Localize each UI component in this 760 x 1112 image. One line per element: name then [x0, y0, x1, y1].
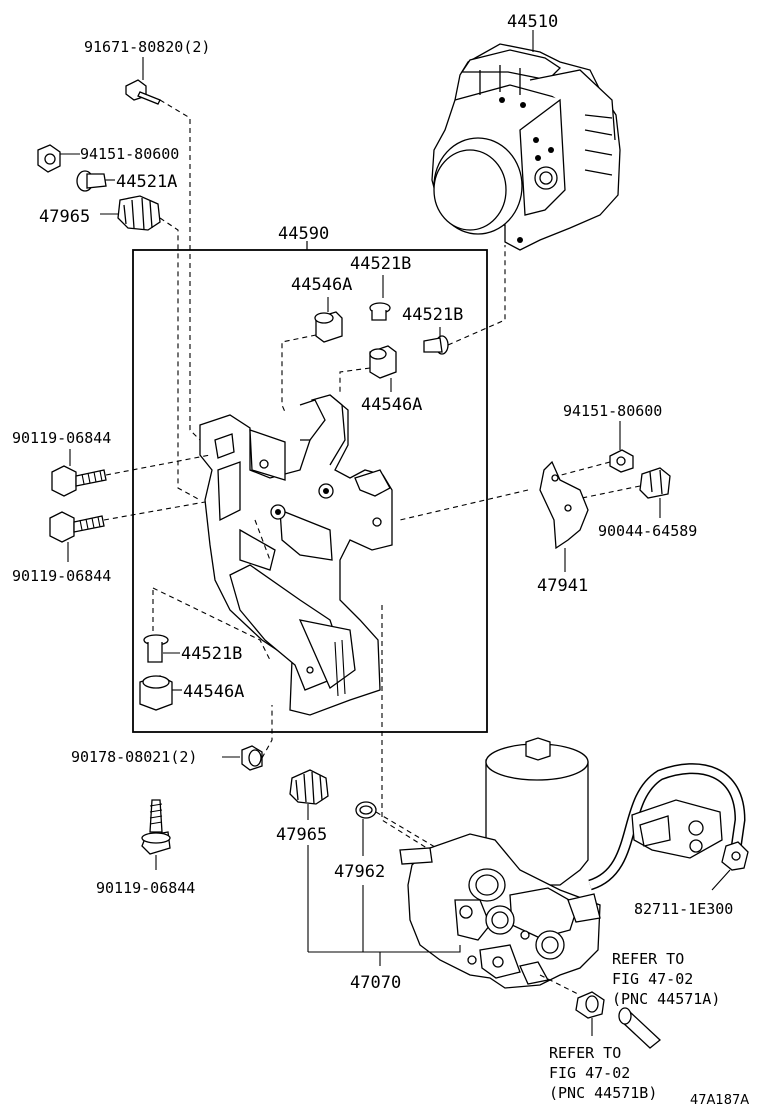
cushion-a-1-dashline — [281, 334, 317, 413]
bolt-top-dashline — [159, 99, 206, 446]
cushion-a-1-label: 44546A — [291, 275, 352, 295]
figure-code: 47A187A — [690, 1093, 749, 1108]
refer-bottom-line3: (PNC 44571B) — [549, 1084, 657, 1102]
cushion-a-2-dashline — [339, 367, 371, 392]
bolt-mid-left-part[interactable] — [241, 745, 263, 771]
ring-lower-label: 47962 — [334, 862, 385, 882]
collar-b-2-label: 44521B — [402, 305, 463, 325]
collar-b-2-dashline — [447, 245, 506, 346]
bolt-left-1-dashline — [105, 454, 211, 476]
refer-bottom-line2: FIG 47-02 — [549, 1064, 630, 1082]
nut-right-dashline — [549, 461, 611, 479]
cushion-a-3-part[interactable] — [139, 675, 173, 711]
connector-right-label: 82711-1E300 — [634, 900, 733, 918]
collar-b-3-label: 44521B — [181, 644, 242, 664]
connector-right-part[interactable] — [631, 799, 723, 859]
cap-top-left-label: 47965 — [39, 207, 90, 227]
refer-top-line3: (PNC 44571A) — [612, 990, 720, 1008]
cushion-a-1-part[interactable] — [314, 311, 343, 343]
bracket-group-label: 44590 — [278, 224, 329, 244]
bolt-left-1-part[interactable] — [51, 465, 107, 497]
bolt-left-1-label: 90119-06844 — [12, 429, 111, 447]
bracket-right-dashline — [399, 489, 529, 521]
refer-bottom-line1: REFER TO — [549, 1044, 621, 1062]
collar-b-1-label: 44521B — [350, 254, 411, 274]
cushion-a-2-part[interactable] — [369, 345, 397, 379]
bolt-left-2-label: 90119-06844 — [12, 567, 111, 585]
collar-a-top-label: 44521A — [116, 172, 177, 192]
pump-bracket-line — [308, 945, 461, 953]
clip-right-dashline — [581, 485, 641, 499]
refer-top-line1: REFER TO — [612, 950, 684, 968]
pump-assy-label: 47070 — [350, 973, 401, 993]
wire-harness-inner — [588, 764, 745, 889]
collar-b-3-part[interactable] — [143, 634, 169, 663]
bracket-inner-dashline — [254, 519, 271, 561]
bolt-mid-left-label: 90178-08021(2) — [71, 748, 197, 766]
ring-lower-dashline — [375, 811, 441, 851]
nut-top-left-part[interactable] — [37, 144, 61, 173]
pump-assembly[interactable] — [399, 737, 601, 989]
bolt-top-part[interactable] — [125, 79, 161, 105]
nut-right-label: 94151-80600 — [563, 402, 662, 420]
clamp-right-part[interactable] — [721, 841, 749, 871]
clip-right-label: 90044-64589 — [598, 522, 697, 540]
collar-b-3-dashline-2 — [152, 587, 271, 661]
bracket-right-label: 47941 — [537, 576, 588, 596]
bolt-top-label: 91671-80820(2) — [84, 38, 210, 56]
bolt-lower-left-label: 90119-06844 — [96, 879, 195, 897]
collar-b-2-part[interactable] — [423, 335, 449, 355]
pipe-fitting-part[interactable] — [575, 991, 605, 1019]
cushion-a-3-label: 44546A — [183, 682, 244, 702]
actuator-label: 44510 — [507, 12, 558, 32]
bracket-right-part[interactable] — [539, 460, 589, 550]
cap-lower-part[interactable] — [289, 769, 329, 805]
pipe-part[interactable] — [618, 1007, 661, 1049]
cap-lower-label: 47965 — [276, 825, 327, 845]
connector-right-leader — [711, 869, 731, 891]
clip-right-part[interactable] — [639, 467, 671, 499]
bolt-left-2-part[interactable] — [49, 511, 105, 543]
nut-top-left-label: 94151-80600 — [80, 145, 179, 163]
cap-top-left-part[interactable] — [117, 195, 161, 231]
bracket-pump-dashline — [381, 605, 431, 851]
collar-a-top-part[interactable] — [76, 170, 107, 192]
bolt-left-2-dashline — [103, 501, 206, 521]
ring-lower-part[interactable] — [355, 801, 377, 819]
bracket-assembly[interactable] — [199, 394, 393, 716]
cap-top-left-dashline — [159, 217, 201, 501]
bolt-mid-left-dashline — [261, 705, 273, 759]
nut-right-part[interactable] — [609, 449, 634, 473]
actuator-assembly[interactable] — [431, 43, 621, 251]
assembly-group-frame — [132, 249, 488, 733]
refer-bottom-dashline — [539, 974, 581, 996]
collar-b-1-part[interactable] — [369, 302, 391, 321]
cushion-a-2-label: 44546A — [361, 395, 422, 415]
bolt-lower-left-part[interactable] — [141, 799, 171, 855]
refer-top-line2: FIG 47-02 — [612, 970, 693, 988]
